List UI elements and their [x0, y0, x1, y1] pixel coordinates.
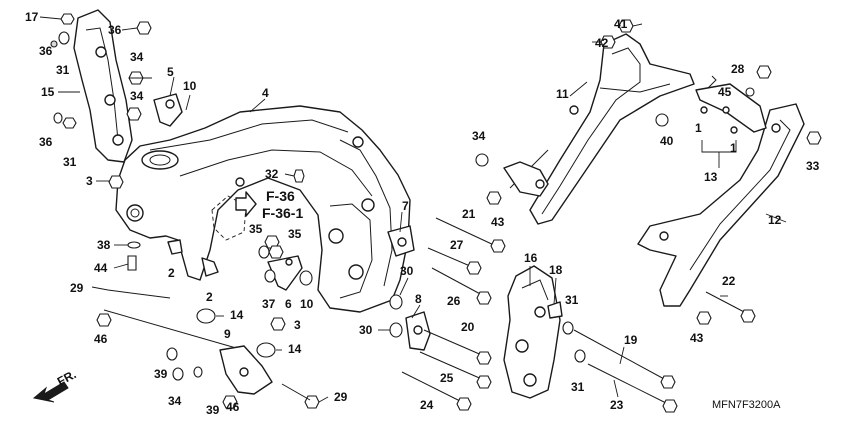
part-label: 41 — [614, 17, 628, 31]
part-label: 42 — [595, 36, 609, 50]
part-label: 1 — [730, 141, 737, 155]
part-label: 3 — [86, 174, 93, 188]
part-label: 14 — [288, 342, 302, 356]
long-bolts — [401, 153, 506, 411]
part-number-labels: 17 36 31 15 36 31 3 36 34 34 5 10 4 32 3… — [25, 10, 820, 417]
part-label: 36 — [39, 135, 53, 149]
part-label: 43 — [491, 215, 505, 229]
part-label: 46 — [226, 400, 240, 414]
front-direction-arrow: FR. — [32, 367, 78, 403]
leader-lines — [39, 16, 787, 403]
main-frame — [115, 105, 411, 313]
reference-code-2: F-36-1 — [262, 205, 303, 221]
part-label: 26 — [447, 294, 461, 308]
part-label: 25 — [440, 371, 454, 385]
part-label: 24 — [420, 398, 434, 412]
pivot-bracket — [503, 265, 678, 413]
part-label: 29 — [334, 390, 348, 404]
part-label: 5 — [167, 65, 174, 79]
part-label: 30 — [359, 323, 373, 337]
part-label: 7 — [402, 199, 409, 213]
part-label: 40 — [660, 134, 674, 148]
part-label: 43 — [690, 331, 704, 345]
rear-subframe — [637, 103, 822, 325]
part-label: 45 — [718, 85, 732, 99]
reference-pointer — [235, 191, 257, 217]
part-label: 21 — [462, 207, 476, 221]
part-label: 46 — [94, 332, 108, 346]
part-label: 29 — [70, 281, 84, 295]
part-label: 36 — [108, 23, 122, 37]
part-label: 2 — [168, 266, 175, 280]
part-label: 30 — [400, 264, 414, 278]
tail-brackets — [655, 65, 772, 168]
engine-mount-brackets — [108, 93, 313, 358]
part-label: 19 — [624, 333, 638, 347]
part-label: 6 — [285, 297, 292, 311]
part-label: 34 — [130, 89, 144, 103]
part-label: 27 — [450, 238, 464, 252]
part-label: 17 — [25, 10, 39, 24]
part-label: 11 — [556, 87, 569, 101]
part-label: 10 — [300, 297, 314, 311]
part-label: 37 — [262, 297, 276, 311]
pivot-plates — [387, 225, 431, 351]
part-label: 2 — [206, 290, 213, 304]
fasteners-top-left — [50, 13, 152, 129]
part-label: 1 — [695, 121, 702, 135]
part-label: 39 — [206, 403, 220, 417]
part-label: 31 — [56, 63, 70, 77]
reference-code-1: F-36 — [266, 188, 295, 204]
diagram-code: MFN7F3200A — [712, 399, 781, 411]
part-label: 34 — [472, 129, 486, 143]
part-label: 4 — [262, 86, 269, 100]
part-label: 16 — [524, 251, 538, 265]
part-label: 3 — [294, 318, 301, 332]
part-label: 15 — [41, 85, 55, 99]
part-label: 34 — [168, 394, 182, 408]
part-label: 33 — [806, 159, 820, 173]
part-label: 32 — [265, 167, 279, 181]
part-label: 38 — [97, 238, 111, 252]
part-label: 31 — [63, 155, 77, 169]
part-label: 34 — [130, 50, 144, 64]
seat-rail — [503, 19, 695, 225]
part-label: 39 — [154, 367, 168, 381]
part-label: 28 — [731, 62, 745, 76]
part-label: 12 — [768, 213, 782, 227]
engine-hanger-bracket — [73, 9, 133, 163]
part-label: 31 — [571, 380, 585, 394]
part-label: 14 — [230, 308, 244, 322]
lower-mount-assembly — [96, 289, 320, 409]
part-label: 31 — [565, 293, 579, 307]
part-label: 36 — [39, 44, 53, 58]
part-label: 35 — [288, 227, 302, 241]
part-label: 23 — [610, 398, 624, 412]
part-label: 22 — [722, 274, 736, 288]
part-label: 44 — [94, 261, 108, 275]
part-label: 20 — [461, 320, 475, 334]
part-label: 9 — [224, 327, 231, 341]
part-label: 8 — [415, 292, 422, 306]
part-label: 18 — [549, 263, 563, 277]
part-label: 10 — [183, 79, 197, 93]
part-label: 13 — [704, 170, 718, 184]
part-label: 35 — [249, 222, 263, 236]
